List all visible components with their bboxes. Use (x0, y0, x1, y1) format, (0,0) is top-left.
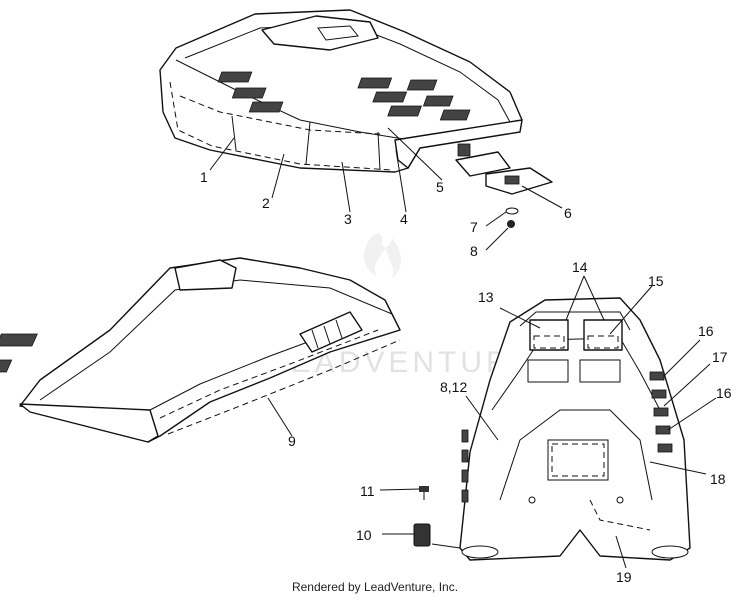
side-vents-right (649, 371, 673, 453)
callout-10: 10 (356, 527, 372, 543)
hood-assembly-left (0, 257, 401, 443)
callout-9: 9 (288, 433, 296, 449)
screw-part-11 (419, 486, 429, 500)
hood-assembly-top (159, 9, 553, 228)
callout-4: 4 (400, 211, 408, 227)
callout-16-lower: 16 (716, 385, 732, 401)
callout-3: 3 (344, 211, 352, 227)
callout-2: 2 (262, 195, 270, 211)
callout-14: 14 (572, 259, 588, 275)
side-vents-left (461, 429, 469, 503)
callout-6: 6 (564, 205, 572, 221)
latch-part-10 (413, 523, 461, 549)
panel-part-13 (529, 319, 569, 351)
footer-credit: Rendered by LeadVenture, Inc. (291, 580, 459, 594)
callout-17: 17 (712, 349, 728, 365)
callout-5: 5 (436, 179, 444, 195)
hood-vents-left (0, 333, 38, 373)
callout-11: 11 (360, 483, 375, 499)
callout-8-12: 8,12 (440, 379, 467, 395)
hood-vents-top (217, 71, 471, 121)
callout-1: 1 (200, 169, 208, 185)
panel-part-15 (583, 319, 623, 351)
watermark-logo (364, 233, 401, 278)
callout-8: 8 (470, 243, 478, 259)
hood-assembly-underside (413, 297, 691, 561)
callout-18: 18 (710, 471, 726, 487)
leader-lines (209, 127, 717, 569)
callout-13: 13 (478, 289, 494, 305)
callout-7: 7 (470, 219, 478, 235)
callout-19: 19 (616, 569, 632, 585)
washer-part-7 (505, 207, 519, 215)
bracket-part-6 (455, 143, 553, 195)
callout-15: 15 (648, 273, 664, 289)
nut-part-8 (507, 220, 515, 228)
callout-16-upper: 16 (698, 323, 714, 339)
